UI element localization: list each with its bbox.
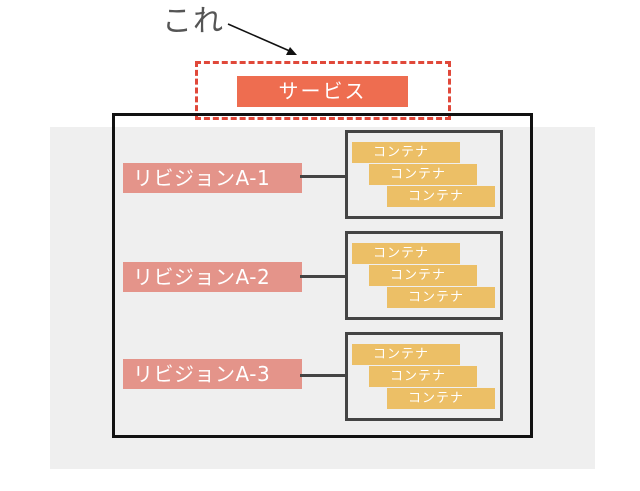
container-chip: コンテナ: [369, 265, 477, 286]
container-chip: コンテナ: [387, 186, 495, 207]
revision-a3-connector: [300, 374, 348, 377]
container-chip: コンテナ: [352, 142, 460, 163]
revision-a3: リビジョンA-3: [123, 359, 302, 389]
annotation-label: これ: [162, 4, 224, 39]
container-chip: コンテナ: [369, 366, 477, 387]
service-box: サービス: [237, 76, 408, 107]
service-boundary-box: [112, 113, 533, 438]
container-group-a1: コンテナ コンテナ コンテナ: [345, 130, 503, 219]
container-chip: コンテナ: [387, 287, 495, 308]
container-chip: コンテナ: [352, 344, 460, 365]
revision-a2-connector: [300, 275, 348, 278]
container-chip: コンテナ: [387, 388, 495, 409]
revision-a1: リビジョンA-1: [123, 163, 302, 193]
revision-a1-connector: [300, 175, 348, 178]
container-group-a3: コンテナ コンテナ コンテナ: [345, 332, 503, 421]
container-chip: コンテナ: [369, 164, 477, 185]
revision-a2: リビジョンA-2: [123, 262, 302, 292]
container-group-a2: コンテナ コンテナ コンテナ: [345, 231, 503, 320]
highlight-dashed-frame: [195, 61, 451, 120]
container-chip: コンテナ: [352, 243, 460, 264]
